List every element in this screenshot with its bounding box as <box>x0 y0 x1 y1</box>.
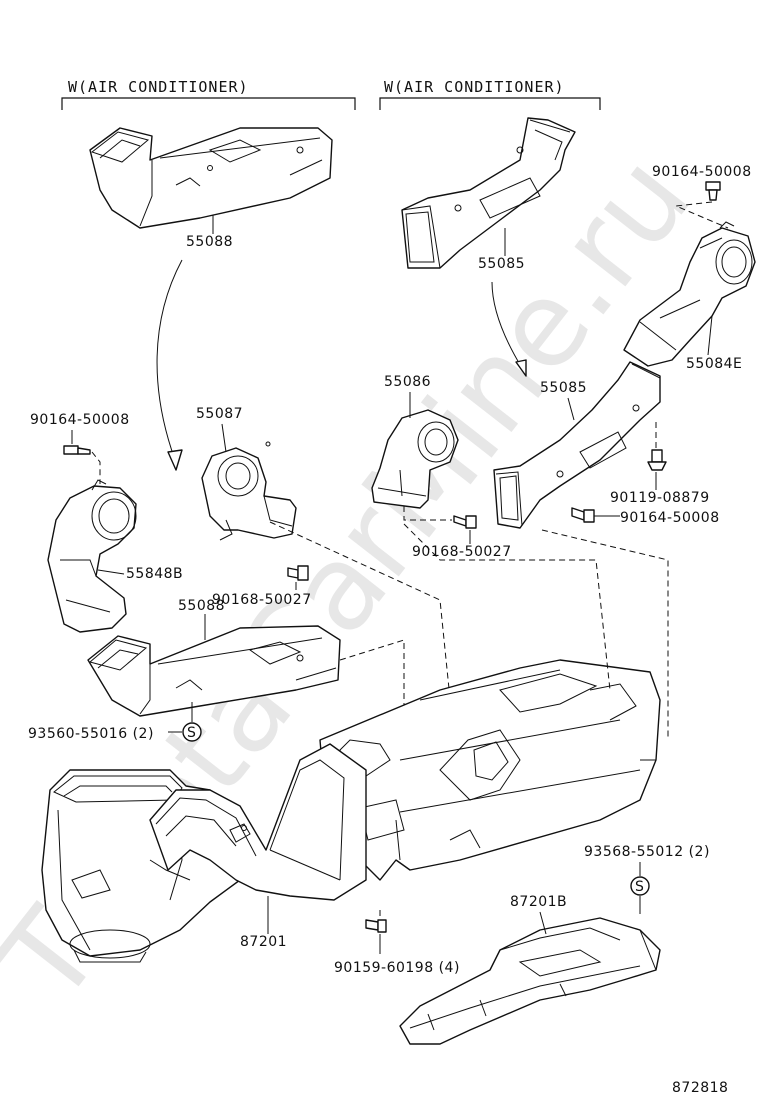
label-93568: 93568-55012 (2) <box>584 844 710 860</box>
label-55848b: 55848B <box>126 566 183 582</box>
part-55084e <box>623 221 756 367</box>
s-mark-left: S <box>182 722 202 742</box>
part-87201b <box>399 917 661 1045</box>
part-55087 <box>201 447 297 541</box>
label-90168-left: 90168-50027 <box>212 592 312 608</box>
clip-90119 <box>647 449 667 471</box>
label-55088-top: 55088 <box>186 234 233 250</box>
screw-90159 <box>365 919 387 933</box>
label-90164-mid-right: 90164-50008 <box>620 510 720 526</box>
screw-90168-left <box>287 565 309 581</box>
group-label-left: W(AIR CONDITIONER) <box>68 78 249 96</box>
part-55088-top <box>89 127 333 229</box>
label-90168-right: 90168-50027 <box>412 544 512 560</box>
part-55848b <box>47 479 137 633</box>
label-90119: 90119-08879 <box>610 490 710 506</box>
label-55088-bottom: 55088 <box>178 598 225 614</box>
screw-90168-right <box>453 515 477 529</box>
part-55086 <box>371 409 459 509</box>
screw-90164-mid-right <box>571 507 595 523</box>
label-55085-mid: 55085 <box>540 380 587 396</box>
label-87201b: 87201B <box>510 894 567 910</box>
group-header-left: W(AIR CONDITIONER) <box>61 78 356 110</box>
label-55084e: 55084E <box>686 356 742 372</box>
main-unit <box>41 659 661 963</box>
label-90164-left: 90164-50008 <box>30 412 130 428</box>
part-55085-mid <box>493 361 661 529</box>
diagram-id: 872818 <box>672 1080 728 1096</box>
screw-90164-top-right <box>705 181 721 201</box>
label-90164-top-right: 90164-50008 <box>652 164 752 180</box>
s-mark-left-text: S <box>187 725 196 741</box>
label-55087: 55087 <box>196 406 243 422</box>
label-55085-top: 55085 <box>478 256 525 272</box>
label-93560: 93560-55016 (2) <box>28 726 154 742</box>
screw-90164-left <box>63 445 91 455</box>
group-header-right: W(AIR CONDITIONER) <box>379 78 601 110</box>
label-90159: 90159-60198 (4) <box>334 960 460 976</box>
part-55088-bottom <box>87 625 341 717</box>
group-label-right: W(AIR CONDITIONER) <box>384 78 565 96</box>
label-55086: 55086 <box>384 374 431 390</box>
s-mark-right: S <box>630 876 650 896</box>
s-mark-right-text: S <box>635 879 644 895</box>
label-87201: 87201 <box>240 934 287 950</box>
part-55085-top <box>401 117 576 269</box>
